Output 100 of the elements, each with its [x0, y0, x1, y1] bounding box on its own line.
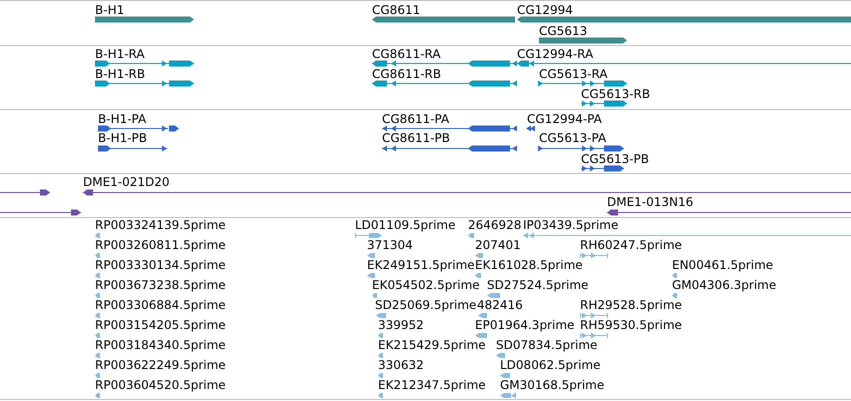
gene-feature: [517, 4, 851, 22]
est-name: EP01964.3prime: [475, 319, 574, 331]
est-name: RP003154205.5prime: [95, 319, 226, 331]
est-feature: [95, 319, 226, 339]
est-feature: [580, 239, 682, 259]
protein-name: CG8611-PB: [382, 132, 450, 144]
protein-name: CG12994-PA: [527, 112, 602, 124]
gene-feature: [539, 24, 627, 44]
est-feature: [468, 219, 522, 239]
protein-feature: [382, 132, 517, 152]
est-feature: [500, 379, 604, 399]
protein-name: CG5613-PB: [581, 152, 650, 164]
gene-name: CG12994: [517, 4, 573, 16]
transcript-feature: [372, 48, 517, 67]
est-feature: [672, 259, 774, 279]
transcript-name: CG5613-RB: [581, 88, 650, 100]
clone-glyph: [0, 188, 50, 196]
est-name: 330632: [378, 359, 424, 371]
est-feature: [95, 339, 226, 359]
est-name: RP003260811.5prime: [95, 239, 226, 251]
est-feature: [523, 219, 851, 239]
est-name: EK161028.5prime: [475, 259, 583, 271]
protein-name: B-H1-PB: [98, 132, 148, 144]
est-name: RH59530.5prime: [580, 319, 682, 331]
est-feature: [580, 299, 682, 319]
est-name: RP003184340.5prime: [95, 339, 226, 351]
protein-name: B-H1-PA: [98, 112, 146, 124]
est-feature: [378, 359, 424, 379]
transcript-name: CG5613-RA: [539, 68, 608, 80]
est-name: LD01109.5prime: [355, 219, 456, 231]
clone-name: DME1-013N16: [607, 196, 694, 208]
transcript-name: CG8611-RA: [372, 48, 441, 60]
est-name: RP003673238.5prime: [95, 279, 226, 291]
est-name: RP003604520.5prime: [95, 379, 226, 391]
gene-feature: [95, 4, 194, 22]
est-feature: [95, 279, 226, 299]
est-name: RP003324139.5prime: [95, 219, 226, 231]
est-name: LD08062.5prime: [500, 359, 601, 371]
est-name: SD27524.5prime: [487, 279, 588, 291]
gene-feature: [372, 4, 515, 22]
protein-feature: [538, 132, 624, 152]
est-feature: [475, 259, 583, 279]
est-feature: [367, 259, 475, 279]
est-name: 2646928: [468, 219, 522, 231]
est-feature: [95, 379, 226, 399]
gene-name: CG5613: [539, 24, 588, 36]
est-name: 371304: [367, 239, 413, 251]
est-feature: [95, 359, 226, 379]
est-feature: [672, 279, 776, 299]
transcript-feature: [517, 48, 851, 67]
est-name: EK249151.5prime: [367, 259, 475, 271]
transcript-feature: [95, 48, 194, 67]
est-feature: [372, 279, 480, 299]
est-name: 482416: [477, 299, 523, 311]
est-feature: [475, 319, 574, 339]
protein-name: CG5613-PA: [539, 132, 606, 144]
transcript-name: B-H1-RA: [95, 48, 145, 60]
est-name: EK215429.5prime: [378, 339, 486, 351]
clone-name: DME1-021D20: [83, 176, 170, 188]
est-name: RP003622249.5prime: [95, 359, 226, 371]
transcript-name: CG8611-RB: [372, 68, 442, 80]
protein-feature: [98, 112, 179, 132]
gene-name: CG8611: [372, 4, 420, 16]
clone-feature: [607, 196, 851, 216]
est-feature: [375, 299, 476, 319]
est-name: SD07834.5prime: [496, 339, 598, 351]
est-feature: [475, 239, 521, 259]
est-feature: [355, 219, 456, 239]
transcript-name: CG12994-RA: [517, 48, 594, 60]
est-feature: [378, 339, 486, 359]
est-feature: [95, 259, 226, 279]
protein-feature: [98, 132, 167, 152]
est-feature: [378, 319, 424, 339]
clone-glyph: [0, 208, 81, 216]
est-feature: [477, 299, 523, 319]
protein-feature: [526, 112, 602, 132]
transcript-feature: [581, 88, 650, 107]
est-feature: [95, 219, 226, 239]
est-name: EN00461.5prime: [672, 259, 774, 271]
est-name: IP03439.5prime: [523, 219, 618, 231]
est-name: EK212347.5prime: [378, 379, 486, 391]
est-name: SD25069.5prime: [375, 299, 476, 311]
est-feature: [95, 239, 226, 259]
protein-name: CG8611-PA: [382, 112, 450, 124]
est-name: RP003330134.5prime: [95, 259, 226, 271]
est-feature: [487, 279, 588, 299]
transcript-feature: [372, 68, 517, 87]
clone-feature: [83, 176, 851, 196]
est-name: 339952: [378, 319, 424, 331]
est-name: RH29528.5prime: [580, 299, 682, 311]
est-feature: [378, 379, 486, 399]
est-feature: [580, 319, 682, 339]
est-name: GM04306.3prime: [672, 279, 776, 291]
gene-name: B-H1: [95, 4, 124, 16]
est-name: GM30168.5prime: [500, 379, 604, 391]
est-name: RP003306884.5prime: [95, 299, 226, 311]
est-feature: [496, 339, 598, 359]
est-name: 207401: [475, 239, 521, 251]
est-feature: [95, 299, 226, 319]
protein-feature: [581, 152, 650, 172]
